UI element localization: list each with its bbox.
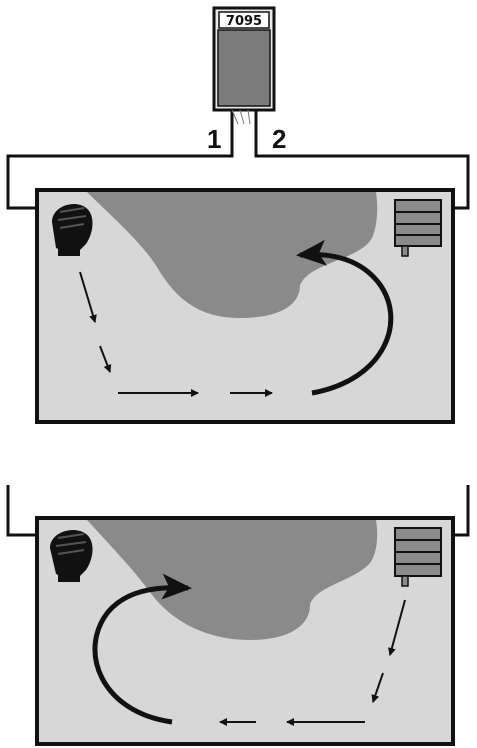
blob-shape <box>87 192 378 318</box>
top-tank <box>35 188 455 424</box>
device-code: 7095 <box>226 14 262 29</box>
blob-shape <box>87 520 378 640</box>
top-pipe-system <box>6 109 470 210</box>
fan-icon <box>52 204 93 256</box>
pipe-left <box>6 485 40 537</box>
device-screen <box>217 29 271 107</box>
curved-flow-arrow <box>92 573 192 725</box>
bottom-pipe-system <box>6 485 470 537</box>
flow-arrow <box>79 271 97 323</box>
bottom-tank <box>35 516 455 746</box>
heater-icon <box>394 527 442 587</box>
flow-arrow <box>387 599 406 656</box>
curved-flow-arrow <box>296 239 394 396</box>
pipe-label-2: 2 <box>272 124 286 154</box>
fan-icon <box>50 530 93 582</box>
controller-device: 7095 <box>212 6 276 112</box>
flow-arrow <box>371 672 384 703</box>
pipe-1 <box>6 110 234 210</box>
flow-arrows-bottom <box>92 573 406 726</box>
pipe-right <box>450 485 470 537</box>
device-code-box <box>218 11 270 29</box>
flow-arrow <box>99 345 112 373</box>
pipe-2 <box>254 110 470 210</box>
flow-arrows-top <box>79 239 394 397</box>
pipe-junction-detail <box>231 109 251 125</box>
heater-icon <box>394 199 442 257</box>
pipe-label-1: 1 <box>207 124 221 154</box>
